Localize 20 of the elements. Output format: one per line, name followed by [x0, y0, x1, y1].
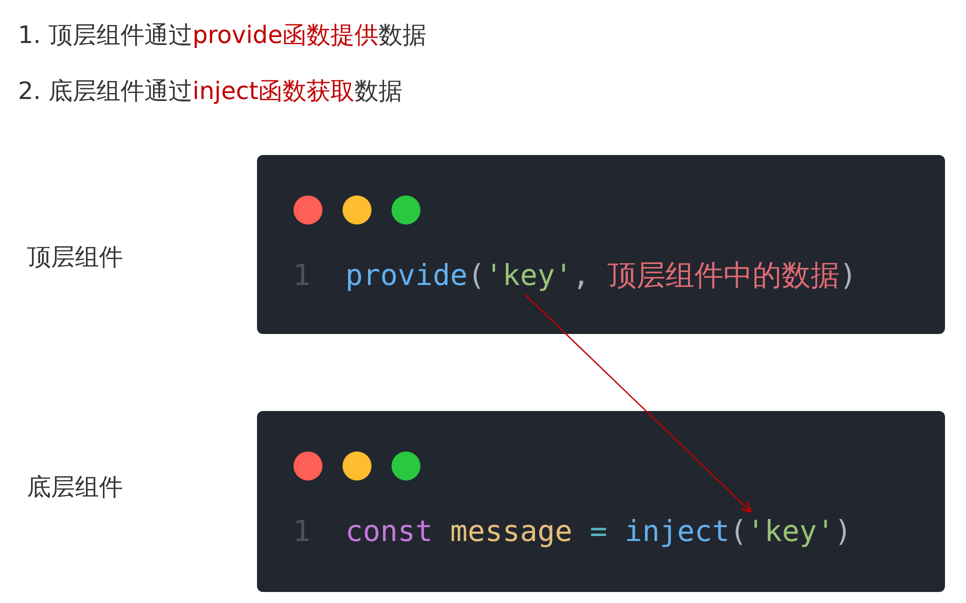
code-token: provide [345, 258, 468, 292]
arrow [524, 294, 752, 513]
code-token: , [572, 258, 591, 292]
code-token: = [590, 514, 608, 548]
code-window [257, 155, 945, 334]
code-token: ( [730, 514, 748, 548]
code-token: ) [839, 258, 857, 292]
code-token: inject [624, 514, 730, 548]
instruction-line: 1. 顶层组件通过provide函数提供数据 [18, 20, 427, 50]
code-token: ) [834, 514, 852, 548]
code-window [257, 411, 945, 592]
code-token: ( [468, 258, 486, 292]
instruction-line: 2. 底层组件通过inject函数获取数据 [18, 76, 402, 106]
side-label: 底层组件 [27, 472, 123, 502]
code-token: const [345, 514, 433, 548]
code-token: message [450, 514, 572, 548]
side-label: 顶层组件 [27, 242, 123, 272]
code-token: 顶层组件中的数据 [607, 258, 840, 292]
string-literal: 'key' [485, 258, 572, 292]
string-literal: 'key' [747, 514, 834, 548]
